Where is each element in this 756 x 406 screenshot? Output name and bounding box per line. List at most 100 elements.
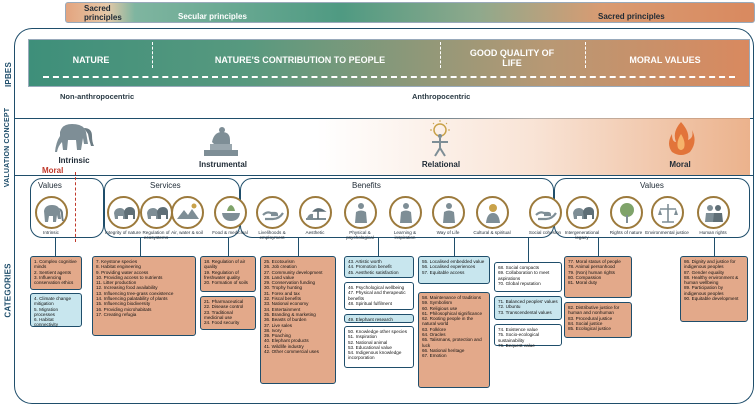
category-label: Social cohesion (528, 230, 562, 235)
list-item: 4. Climate change mitigation (34, 296, 72, 307)
list-item: 2. Sentient agents (34, 269, 72, 275)
ncp-heading: NATURE'S CONTRIBUTION TO PEOPLE (214, 55, 386, 65)
list-item: 32. Fiscal benefits (264, 296, 302, 302)
list-item: 65. Talismans, protection and luck (422, 337, 482, 348)
list-item: 31. Forex and tax (264, 290, 300, 296)
list-item: 23. Traditional medicinal use (204, 309, 233, 320)
list-item: 7. Keystone species (96, 259, 138, 264)
category-label: Regulation of ecosystems (142, 230, 170, 240)
elephant-herd-icon (566, 196, 599, 229)
secular-principles: Secular principles (178, 12, 247, 21)
category-label: Way of Life (436, 230, 460, 235)
savanna-icon (299, 196, 332, 229)
list-item: 40. Elephant products (264, 338, 309, 344)
non-anthropocentric-label: Non-anthropocentric (60, 92, 135, 101)
intrinsic-elephant-icon (52, 120, 96, 154)
list-item: 71. Balanced peoples' values (498, 299, 558, 304)
list-item: 83. Procedural justice (568, 315, 613, 321)
relational-sun-person-icon (420, 120, 460, 158)
list-item: 30. Trophy hunting (264, 285, 303, 291)
category-label: Learning & inspiration (393, 230, 417, 240)
list-item: 47. Physical and therapeutic benefits (348, 290, 406, 301)
list-item: 64. Oracles (422, 332, 446, 338)
moral-values-heading: MORAL VALUES (629, 55, 701, 65)
list-item: 85. Ecological justice (568, 326, 611, 332)
category-label: Cultural & spiritual (473, 230, 511, 235)
ipbes-divider-1 (152, 42, 153, 68)
sacred-principles-right: Sacred principles (598, 12, 665, 21)
category-label: Integrity of nature (105, 230, 141, 235)
list-item: 46. Psychological wellbeing (348, 285, 405, 290)
list-item: 51. Inspiration (348, 334, 377, 340)
list-item: 56. Localised experiences (422, 264, 476, 270)
hands-icon (529, 196, 562, 229)
category-label: Human rights (699, 230, 727, 235)
list-item: 48. Spiritual fulfilment (348, 300, 392, 306)
list-item: 37. Live sales (264, 322, 293, 328)
moral-concept-label: Moral (669, 160, 691, 169)
valuation-concept-label: VALUATION CONCEPT (4, 107, 12, 187)
list-item: 60. Religious use (422, 305, 458, 311)
moral-tag: Moral (42, 166, 64, 175)
category-label: Food & medicinal (212, 230, 248, 235)
list-item: 81. Moral duty (568, 280, 598, 286)
list-item: 61. Philosophical significance (422, 310, 483, 316)
list-item: 3. Influencing conservation ethics (34, 274, 74, 286)
list-item: 39. Poaching (264, 333, 291, 339)
list-item: 14. Influencing palatability of plants (96, 296, 168, 302)
list-item: 15. Influencing biodiversity (96, 301, 151, 307)
person-icon (389, 196, 422, 229)
list-item: 25. Ecotourism (264, 259, 295, 264)
list-item: 13. Influencing tree-grass coexistence (96, 290, 174, 296)
elephant-herd-icon (107, 196, 140, 229)
list-item: 34. Entertainment (264, 306, 301, 312)
ipbes-band (28, 39, 750, 87)
list-item: 27. Community development (264, 269, 323, 275)
list-human-rights: 86. Dignity and justice for indigenous p… (680, 256, 748, 322)
list-item: 21. Pharmaceutical (204, 299, 244, 304)
list-item: 11. Litter production (96, 280, 137, 286)
category-label: Air, water & soil (171, 230, 203, 235)
anthropocentric-label: Anthropocentric (412, 92, 471, 101)
list-item: 20. Formation of soils (204, 280, 248, 286)
list-item: 43. Artistic worth (348, 259, 382, 264)
list-item: 6. Habitat connectivity (34, 317, 59, 328)
benefits-title: Benefits (352, 181, 381, 190)
list-item: 8. Habitat engineering (96, 264, 141, 270)
list-item: 52. National animal (348, 339, 388, 345)
list-item: 57. Equitable access (422, 269, 465, 275)
list-item: 76. Bequest value (498, 342, 535, 348)
connector (528, 238, 529, 262)
list-item: 69. Collaboration to meet aspirations (498, 270, 550, 281)
list-item: 10. Providing access to nutrients (96, 274, 163, 280)
list-item: 87. Gender equality (684, 269, 725, 275)
ipbes-divider-3 (585, 42, 586, 68)
ipbes-dash-line (43, 76, 735, 78)
connector (378, 238, 379, 256)
concept-gradient (28, 118, 750, 175)
list-item: 28. Land value (264, 274, 295, 280)
people-icon (697, 196, 730, 229)
category-label: Livelihoods & employment (258, 230, 286, 240)
list-item: 1. Complex cognitive minds (34, 259, 77, 270)
list-item: 44. Promotion benefit (348, 264, 392, 270)
categories-label: CATEGORIES (3, 262, 13, 318)
list-item: 22. Disease control (204, 304, 244, 310)
list-item: 77. Moral status of people (568, 259, 621, 264)
list-item: 62. Rooting people in the natural world (422, 316, 474, 327)
list-item: 86. Dignity and justice for indigenous p… (684, 259, 736, 270)
connector (140, 238, 141, 256)
list-item: 66. National heritage (422, 347, 465, 353)
nature-heading: NATURE (72, 55, 110, 65)
list-item: 72. Ubuntu (498, 304, 521, 310)
list-item: 18. Regulation of air quality (204, 259, 246, 270)
deity-icon (476, 196, 509, 229)
